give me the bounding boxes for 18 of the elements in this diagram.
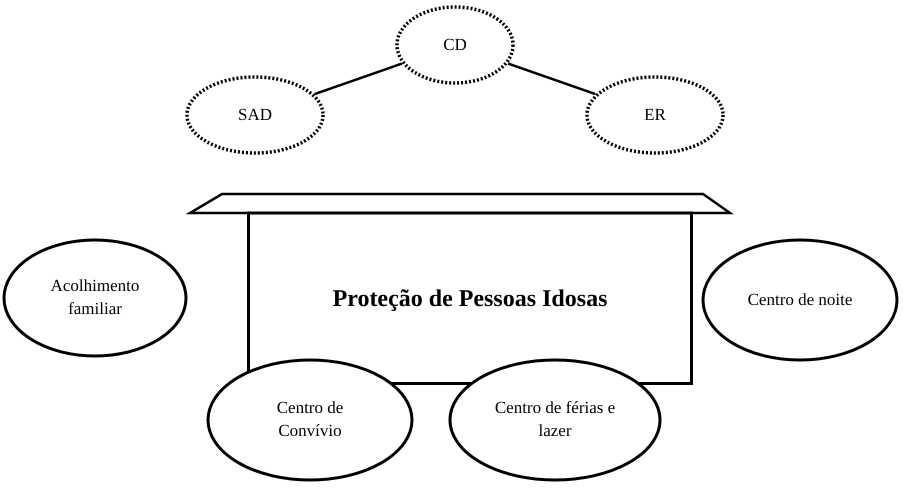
node-label: CD (443, 34, 467, 56)
ellipse (448, 358, 662, 482)
node-label: Centro de Convívio (276, 397, 344, 442)
connector-line (314, 62, 402, 96)
node-label: Acolhimento familiar (50, 275, 140, 320)
node-label: Proteção de Pessoas Idosas (332, 284, 608, 314)
ellipse (206, 358, 414, 482)
house-wall-box (247, 213, 693, 385)
node-label: Centro de noite (748, 288, 852, 311)
ellipse (701, 238, 899, 362)
node-label: Centro de férias e lazer (494, 397, 616, 442)
dotted-ellipse (585, 75, 725, 155)
node-label: SAD (238, 104, 272, 126)
dotted-ellipse (395, 5, 515, 85)
connector-line (508, 62, 596, 96)
dotted-ellipse (185, 75, 325, 155)
node-label: ER (644, 104, 666, 126)
ellipse (2, 238, 188, 358)
